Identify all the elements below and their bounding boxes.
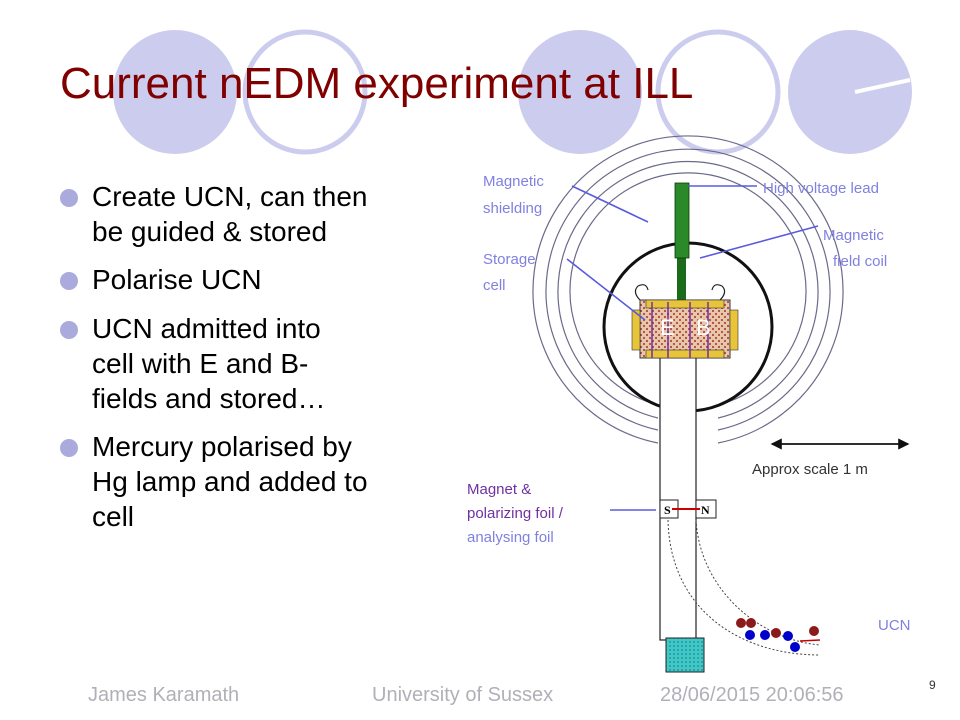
magnet-label-line3: analysing foil [467, 529, 554, 546]
bullet-line: be guided & stored [92, 215, 328, 247]
ucn-guide-curve-inner [695, 519, 821, 646]
deco-circle-filled-1 [113, 30, 237, 154]
bullet-line: Create UCN, can then [92, 181, 368, 212]
bullet-dot-icon [60, 439, 78, 458]
deco-line [854, 78, 911, 94]
storage-cell-label-line2: cell [483, 277, 506, 294]
magnetic-shielding-layers [532, 135, 844, 444]
field-e-label: E [660, 315, 675, 340]
bullet-line: cell with E and B- [92, 347, 309, 379]
magnetic-shielding-label-line1: Magnetic [483, 173, 544, 190]
deco-circle-filled-2 [518, 30, 642, 154]
page-number: 9 [929, 678, 936, 692]
footer-datetime: 28/06/2015 20:06:56 [660, 684, 844, 706]
magnetic-shielding-label-line2: shielding [483, 200, 542, 217]
bullet-dot-icon [60, 272, 78, 291]
storage-cell [639, 299, 731, 359]
footer-institution: University of Sussex [372, 684, 554, 706]
bullet-text: Mercury polarised by Hg lamp and added t… [92, 430, 368, 534]
title-decoration [113, 29, 912, 155]
bullet-text: Create UCN, can then be guided & stored [92, 180, 367, 249]
slide-title: Current nEDM experiment at ILL [60, 59, 694, 108]
magnet-label-line2: polarizing foil / [467, 505, 564, 522]
cell-side-left [631, 309, 641, 351]
field-arrows [651, 302, 709, 358]
bullet-item: Polarise UCN [60, 263, 470, 298]
bullet-text: Polarise UCN [92, 263, 262, 298]
field-b-label: B [696, 315, 711, 340]
magnetic-field-coil-label-line1: Magnetic [823, 227, 884, 244]
bullet-line: Mercury polarised by [92, 431, 352, 463]
cell-hook-right [711, 284, 726, 301]
cell-electrode-top [645, 299, 725, 309]
magnetic-field-coil-label-line2: field coil [833, 253, 887, 270]
magnet-north-label: N [701, 503, 710, 517]
high-voltage-lead-label: High voltage lead [763, 180, 879, 197]
bullet-text: UCN admitted into cell with E and B- fie… [92, 312, 325, 416]
ucn-guide-tube [659, 354, 697, 641]
ucn-detector [665, 637, 705, 673]
cell-electrode-bottom [645, 349, 725, 359]
magnet-south-label: S [664, 503, 671, 517]
cell-side-right [729, 309, 739, 351]
bullet-line: UCN admitted into [92, 313, 321, 345]
deco-circle-filled-3 [788, 30, 912, 154]
ucn-label: UCN [878, 617, 911, 634]
label-pointers [566, 185, 819, 511]
magnet-label-line1: Magnet & [467, 481, 531, 498]
bullet-dot-icon [60, 189, 78, 207]
cell-hook-left [634, 284, 649, 301]
bullet-line: fields and stored… [92, 382, 326, 414]
bullet-item: UCN admitted into cell with E and B- fie… [60, 312, 470, 416]
bullet-line: Hg lamp and added to [92, 466, 368, 498]
bullet-line: cell [92, 500, 135, 532]
bullet-item: Create UCN, can then be guided & stored [60, 180, 470, 249]
footer-author: James Karamath [88, 684, 240, 706]
bullet-list: Create UCN, can then be guided & stored … [60, 180, 470, 548]
ucn-particles [736, 618, 821, 652]
bullet-dot-icon [60, 321, 78, 340]
high-voltage-insulator [674, 182, 690, 259]
deco-circle-ring-1 [242, 29, 368, 155]
storage-cell-label-line1: Storage [483, 251, 536, 268]
bullet-item: Mercury polarised by Hg lamp and added t… [60, 430, 470, 534]
bullet-line: Polarise UCN [92, 264, 262, 296]
scale-label: Approx scale 1 m [752, 461, 868, 478]
